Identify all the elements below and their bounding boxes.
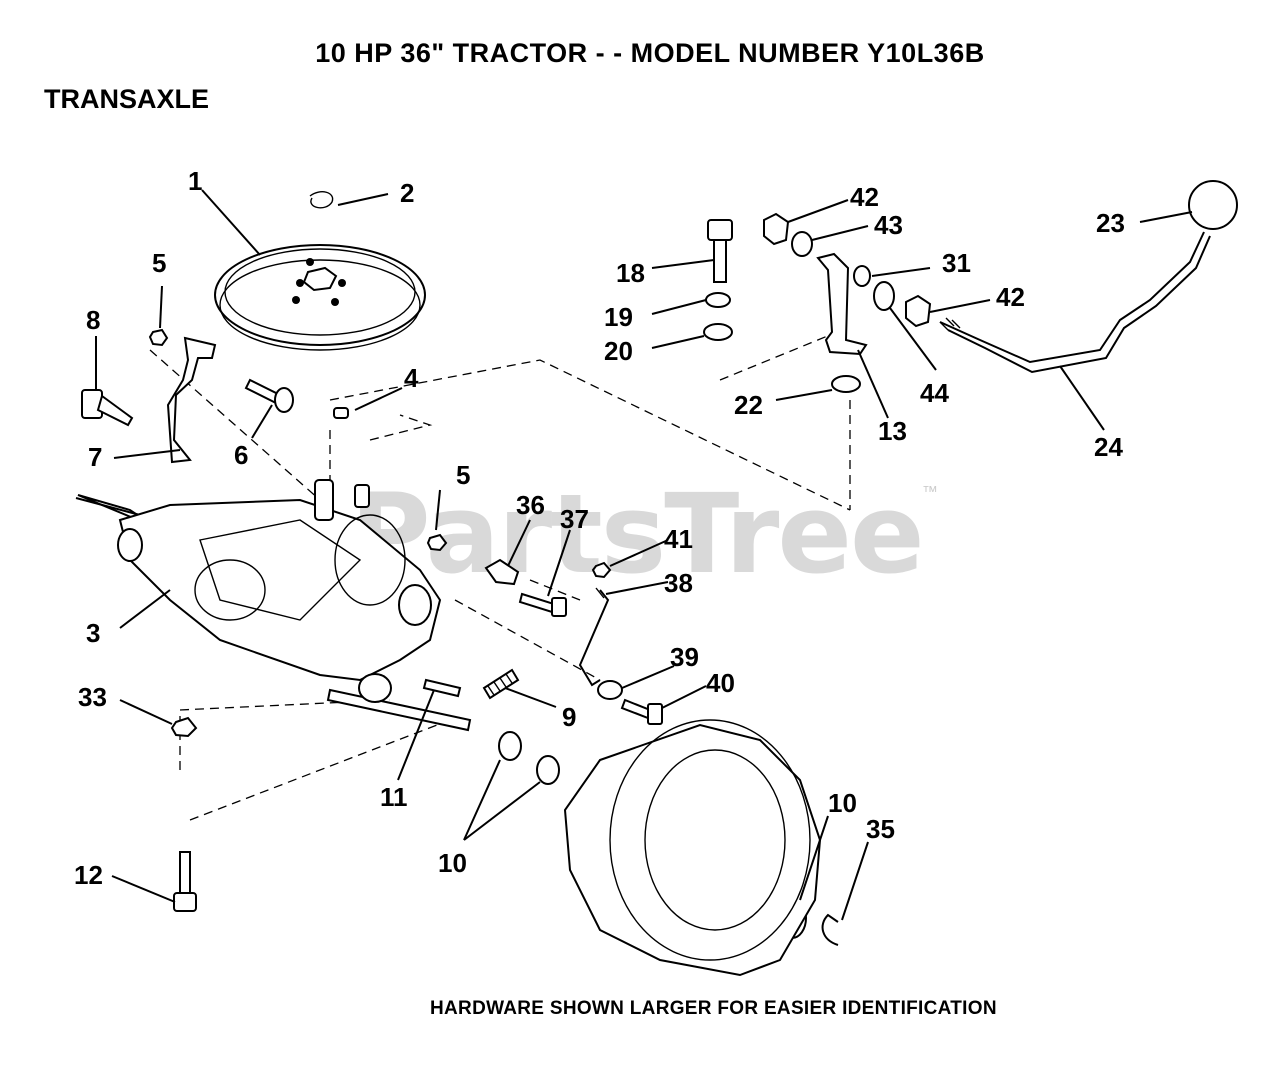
shift-lever [939, 231, 1211, 374]
nut-41 [591, 561, 612, 579]
watermark: PartsTree [350, 470, 925, 598]
bolt-18 [707, 219, 733, 283]
callout-6: 6 [234, 440, 248, 470]
washer-19 [705, 292, 731, 308]
callout-10a: 10 [438, 848, 467, 878]
washer-22 [831, 375, 861, 393]
bracket-36 [484, 558, 520, 586]
callout-42a: 42 [850, 182, 879, 212]
transaxle-housing [75, 479, 472, 732]
wheel [563, 719, 822, 977]
callout-4: 4 [404, 363, 419, 393]
callout-39: 39 [670, 642, 699, 672]
callout-24: 24 [1094, 432, 1123, 462]
pulley [214, 244, 426, 351]
nut-5a [148, 328, 169, 347]
section-title: TRANSAXLE [44, 84, 210, 114]
retaining-clip [309, 191, 334, 209]
footer-note: HARDWARE SHOWN LARGER FOR EASIER IDENTIF… [430, 998, 997, 1019]
nut-42b [905, 294, 932, 328]
bushing-31 [853, 265, 871, 287]
shift-knob [1188, 180, 1238, 230]
spring [482, 668, 520, 700]
callout-9: 9 [562, 702, 576, 732]
callout-43: 43 [874, 210, 903, 240]
callout-11: 11 [380, 782, 408, 812]
washer-20 [703, 323, 733, 341]
callout-40: 40 [706, 668, 735, 698]
washer-39 [597, 680, 623, 700]
callout-2: 2 [400, 178, 414, 208]
callout-10b: 10 [828, 788, 857, 818]
callout-7: 7 [88, 442, 102, 472]
e-clip [821, 913, 839, 946]
callout-23: 23 [1096, 208, 1125, 238]
callout-35: 35 [866, 814, 895, 844]
callout-42b: 42 [996, 282, 1025, 312]
washer-44 [873, 281, 895, 311]
callout-5a: 5 [152, 248, 166, 278]
callout-36: 36 [516, 490, 545, 520]
callout-3: 3 [86, 618, 100, 648]
callout-37: 37 [560, 504, 589, 534]
callout-44: 44 [920, 378, 949, 408]
bolt-6 [244, 378, 294, 413]
leader-lines [95, 189, 1193, 921]
callout-33: 33 [78, 682, 107, 712]
callout-31: 31 [942, 248, 971, 278]
bolt-40 [620, 698, 663, 725]
bolt-37 [518, 592, 567, 617]
callout-22: 22 [734, 390, 763, 420]
callout-5b: 5 [456, 460, 470, 490]
callout-20: 20 [604, 336, 633, 366]
callout-19: 19 [604, 302, 633, 332]
nut-33 [170, 716, 198, 738]
bolt-12 [173, 851, 197, 912]
callout-13: 13 [878, 416, 907, 446]
nut-5b [426, 533, 448, 552]
shift-rod [578, 587, 610, 687]
callout-38: 38 [664, 568, 693, 598]
watermark-trademark: ™ [922, 484, 938, 501]
bracket [166, 336, 217, 464]
bolt-8 [81, 389, 134, 427]
nut-42a [763, 212, 790, 246]
callout-1: 1 [188, 166, 202, 196]
callout-18: 18 [616, 258, 645, 288]
callout-8: 8 [86, 305, 100, 335]
washer-43 [791, 231, 813, 257]
callout-41: 41 [664, 524, 693, 554]
callout-labels: 1 2 3 4 5 5 6 7 8 9 10 10 11 12 13 18 19… [74, 166, 1125, 890]
key-11 [422, 678, 462, 698]
key [333, 407, 349, 419]
page-title: 10 HP 36" TRACTOR - - MODEL NUMBER Y10L3… [315, 38, 985, 68]
callout-12: 12 [74, 860, 103, 890]
assembly-lines [149, 334, 851, 821]
